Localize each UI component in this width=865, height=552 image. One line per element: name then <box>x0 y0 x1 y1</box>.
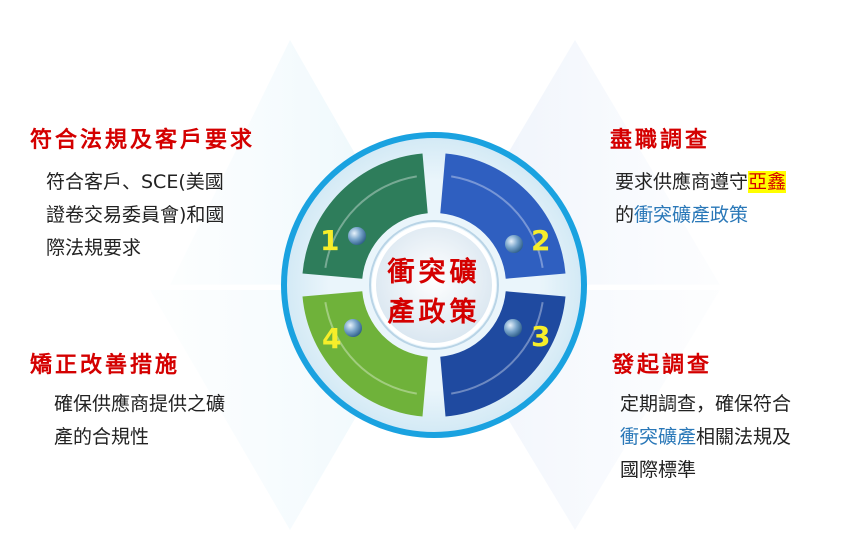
heading-corrective-action: 矯正改善措施 <box>30 352 181 378</box>
text-compliance: 符合客戶、SCE(美國 證卷交易委員會)和國 際法規要求 <box>46 166 224 265</box>
connector-ball-1 <box>348 227 366 245</box>
text-segment: 的 <box>615 204 635 226</box>
quadrant-number-3: 3 <box>531 320 551 353</box>
text-corrective-action: 確保供應商提供之礦 產的合規性 <box>54 388 225 454</box>
quadrant-arc-1 <box>324 175 417 268</box>
quadrant-number-2: 2 <box>531 224 551 257</box>
text-line: 的衝突礦產政策 <box>615 199 786 232</box>
text-segment: 相關法規及 <box>696 426 792 448</box>
text-line: 證卷交易委員會)和國 <box>46 204 225 226</box>
text-line: 產的合規性 <box>54 426 150 448</box>
text-line: 定期調查，確保符合 <box>620 393 792 415</box>
text-line: 符合客戶、SCE(美國 <box>46 171 224 193</box>
text-due-diligence: 要求供應商遵守亞鑫 的衝突礦產政策 <box>615 166 787 232</box>
quadrant-number-1: 1 <box>320 224 340 257</box>
heading-compliance: 符合法規及客戶要求 <box>30 127 256 153</box>
connector-ball-3 <box>504 319 522 337</box>
text-segment: 要求供應商遵守 <box>615 171 749 193</box>
text-policy-name: 衝突礦產政策 <box>634 204 749 226</box>
quadrant-arc-3 <box>451 302 544 395</box>
quadrant-number-4: 4 <box>322 322 342 355</box>
highlight-company-name: 亞鑫 <box>748 171 787 193</box>
text-line: 要求供應商遵守亞鑫 <box>615 166 787 199</box>
quadrant-sector-3 <box>440 291 566 417</box>
text-line: 際法規要求 <box>46 237 142 259</box>
text-survey: 定期調查，確保符合 衝突礦產相關法規及 國際標準 <box>620 388 791 487</box>
center-title-line2: 產政策 <box>387 297 481 328</box>
center-circle <box>372 223 496 347</box>
heading-survey: 發起調查 <box>612 352 713 378</box>
connector-ball-4 <box>344 319 362 337</box>
text-line: 國際標準 <box>620 459 697 481</box>
connector-ball-2 <box>505 235 523 253</box>
center-title-line1: 衝突礦 <box>387 257 481 288</box>
heading-due-diligence: 盡職調查 <box>610 127 711 153</box>
quadrant-sector-2 <box>440 153 566 279</box>
quadrant-sector-1 <box>302 153 428 279</box>
quadrant-sector-4 <box>302 291 428 417</box>
text-line: 確保供應商提供之礦 <box>54 393 226 415</box>
quadrant-arc-4 <box>324 302 417 395</box>
text-conflict-minerals: 衝突礦產 <box>620 426 697 448</box>
quadrant-arc-2 <box>451 175 544 268</box>
text-line: 衝突礦產相關法規及 <box>620 421 791 454</box>
